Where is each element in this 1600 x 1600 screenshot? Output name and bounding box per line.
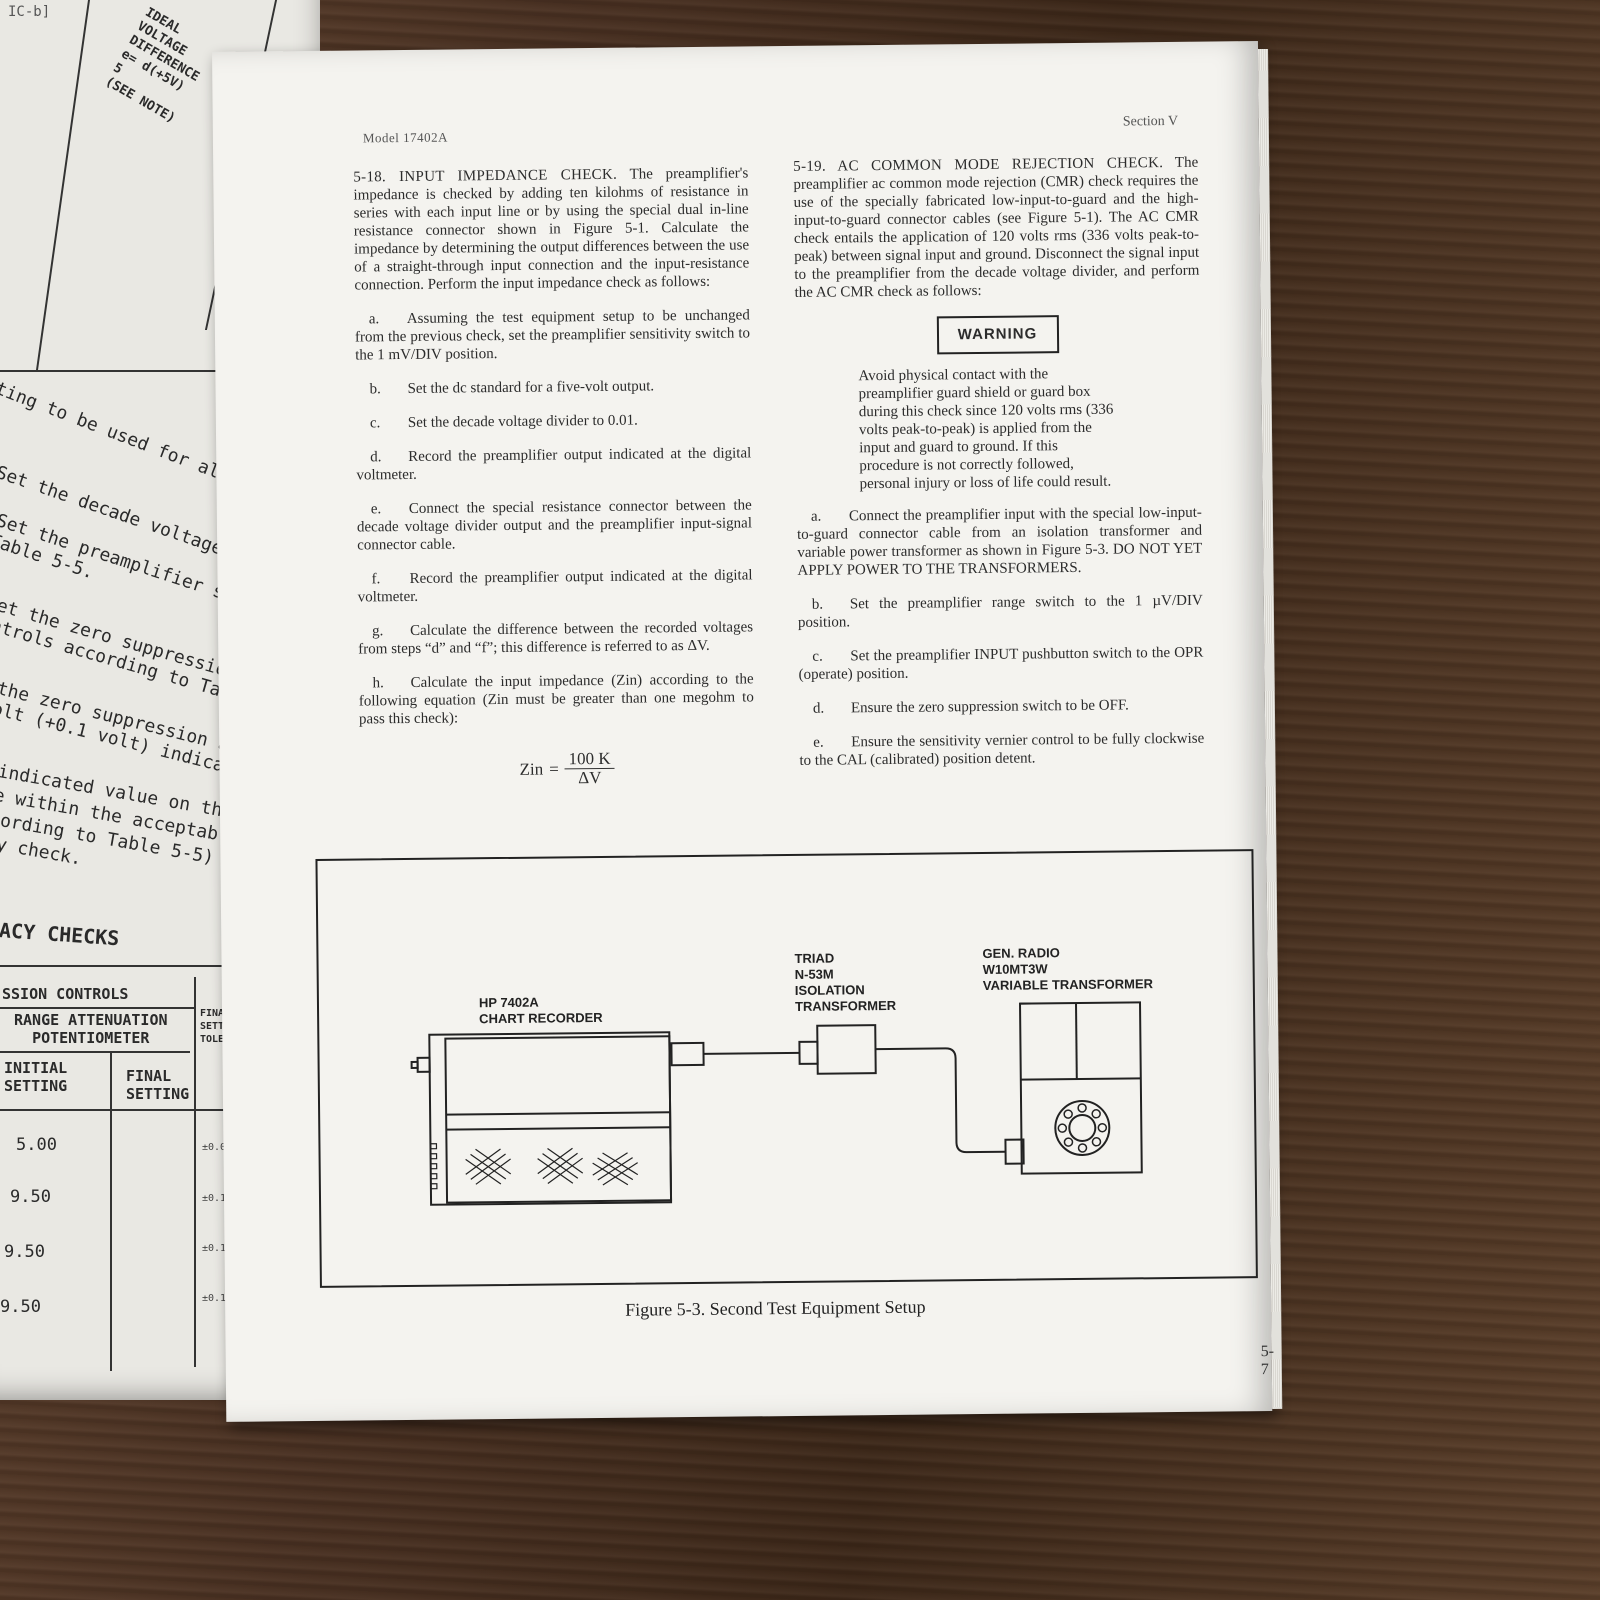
step-label: a. <box>810 508 822 525</box>
column-initial-setting: INITIAL SETTING <box>4 1059 68 1095</box>
table-cell-tolerance: ±0.15 <box>202 1243 233 1254</box>
step-text: Record the preamplifier output indicated… <box>356 445 752 484</box>
table-line <box>110 1051 112 1371</box>
chart-recorder-drawing <box>410 1031 673 1206</box>
grid-line <box>35 0 91 370</box>
step-item: f.Record the preamplifier output indicat… <box>357 566 753 606</box>
table-line <box>0 1109 250 1111</box>
step-item: d. Ensure the zero suppression switch to … <box>799 696 1204 718</box>
table-sub-header: RANGE ATTENUATION POTENTIOMETER <box>14 1011 168 1047</box>
step-text: Ensure the sensitivity vernier control t… <box>799 730 1205 769</box>
table-cell-initial: 5.00 <box>16 1135 57 1155</box>
table-cell-initial: 9.50 <box>0 1297 41 1317</box>
corner-label: IC-b] <box>8 4 51 20</box>
figure-5-3: HP 7402A CHART RECORDER TRIAD N-53M ISOL… <box>315 849 1258 1288</box>
table-line <box>0 1007 195 1009</box>
right-column: 5-19. AC COMMON MODE REJECTION CHECK. Th… <box>793 154 1205 786</box>
step-item: a.Connect the preamplifier input with th… <box>797 504 1203 580</box>
step-text: Connect the preamplifier input with the … <box>797 504 1203 579</box>
step-text: Set the dc standard for a five-volt outp… <box>407 378 655 397</box>
section-intro-text: The preamplifier ac common mode rejectio… <box>793 154 1200 301</box>
step-label: d. <box>812 700 825 717</box>
formula-numerator: 100 K <box>564 749 615 770</box>
step-label: c. <box>369 415 381 432</box>
table-line <box>0 1051 190 1053</box>
step-item: d.Record the preamplifier output indicat… <box>356 444 751 484</box>
step-text: Record the preamplifier output indicated… <box>357 567 753 606</box>
section-5-18-intro: 5-18. INPUT IMPEDANCE CHECK. The preampl… <box>353 164 749 294</box>
step-label: b. <box>811 596 824 613</box>
formula-equals: = <box>549 758 559 779</box>
section-header: Section V <box>1122 113 1179 130</box>
step-label: e. <box>813 734 824 751</box>
step-item: g.Calculate the difference between the r… <box>358 618 753 658</box>
accuracy-checks-heading: ACY CHECKS <box>0 918 121 951</box>
step-text: Calculate the difference between the rec… <box>358 619 754 658</box>
step-item: b. Set the dc standard for a five-volt ou… <box>355 376 750 398</box>
step-item: h.Calculate the input impedance (Zin) ac… <box>359 670 755 728</box>
step-label: f. <box>371 571 381 588</box>
table-group-header: SSION CONTROLS <box>2 985 129 1003</box>
table-cell-tolerance: ±0.15 <box>202 1293 233 1304</box>
step-text: Connect the special resistance connector… <box>356 497 753 554</box>
figure-caption: Figure 5-3. Second Test Equipment Setup <box>625 1296 926 1320</box>
variable-transformer-drawing <box>1004 1001 1143 1175</box>
step-text: Ensure the zero suppression switch to be… <box>850 697 1129 717</box>
right-page: Model 17402A Section V 5-18. INPUT IMPED… <box>212 41 1283 1422</box>
step-item: c. Set the decade voltage divider to 0.01… <box>356 410 751 432</box>
step-item: b.Set the preamplifier range switch to t… <box>798 592 1203 632</box>
left-page-content: IC-b] IDEAL VOLTAGE DIFFERENCE e= d(+5V)… <box>0 0 320 1400</box>
recorder-output-connector <box>670 1041 705 1067</box>
formula-denominator: ΔV <box>578 767 602 788</box>
step-text: Set the preamplifier INPUT pushbutton sw… <box>798 644 1204 683</box>
step-text: Calculate the input impedance (Zin) acco… <box>358 671 754 728</box>
left-column: 5-18. INPUT IMPEDANCE CHECK. The preampl… <box>353 164 754 789</box>
section-5-19-intro: 5-19. AC COMMON MODE REJECTION CHECK. Th… <box>793 154 1199 302</box>
step-item: c.Set the preamplifier INPUT pushbutton … <box>798 644 1203 684</box>
step-item: a.Assuming the test equipment setup to b… <box>355 306 751 364</box>
step-text: Assuming the test equipment setup to be … <box>354 307 751 364</box>
impedance-formula: Zin = 100 K ΔV <box>519 748 754 787</box>
step-text: Set the decade voltage divider to 0.01. <box>407 412 638 431</box>
warning-text: Avoid physical contact with the preampli… <box>858 366 1114 493</box>
step-text: Set the preamplifier range switch to the… <box>797 592 1203 631</box>
warning-label-box: WARNING <box>936 315 1059 355</box>
step-label: h. <box>372 675 384 692</box>
section-title: 5-18. INPUT IMPEDANCE CHECK. <box>353 166 618 186</box>
step-item: e.Connect the special resistance connect… <box>357 496 753 554</box>
model-header: Model 17402A <box>362 129 449 146</box>
step-label: g. <box>371 623 384 640</box>
cable <box>703 1051 800 1055</box>
formula-lhs: Zin <box>519 759 544 779</box>
column-tolerance: FINAL SETTI TOLERA <box>200 1008 237 1045</box>
column-final-setting: FINAL SETTING <box>126 1067 190 1103</box>
step-label: c. <box>812 648 823 665</box>
step-label: e. <box>370 501 382 518</box>
formula-fraction: 100 K ΔV <box>564 749 615 788</box>
table-cell-tolerance: ±0.07 <box>202 1142 233 1153</box>
section-title: 5-19. AC COMMON MODE REJECTION CHECK. <box>793 155 1164 175</box>
table-cell-tolerance: ±0.15 <box>202 1193 233 1204</box>
step-label: b. <box>369 381 381 398</box>
step-label: d. <box>370 449 382 466</box>
left-table-grid <box>0 0 278 372</box>
cable <box>875 1047 1006 1154</box>
table-cell-initial: 9.50 <box>4 1242 45 1262</box>
step-item: e.Ensure the sensitivity vernier control… <box>799 730 1204 770</box>
equipment-setup-diagram <box>410 1001 1143 1206</box>
step-label: a. <box>368 311 380 328</box>
table-cell-initial: 9.50 <box>10 1187 51 1207</box>
accuracy-checks-table: SSION CONTROLS RANGE ATTENUATION POTENTI… <box>0 965 250 1371</box>
table-line <box>194 977 196 1367</box>
isolation-transformer-drawing <box>798 1024 877 1075</box>
page-number: 5-7 <box>1260 1342 1275 1379</box>
